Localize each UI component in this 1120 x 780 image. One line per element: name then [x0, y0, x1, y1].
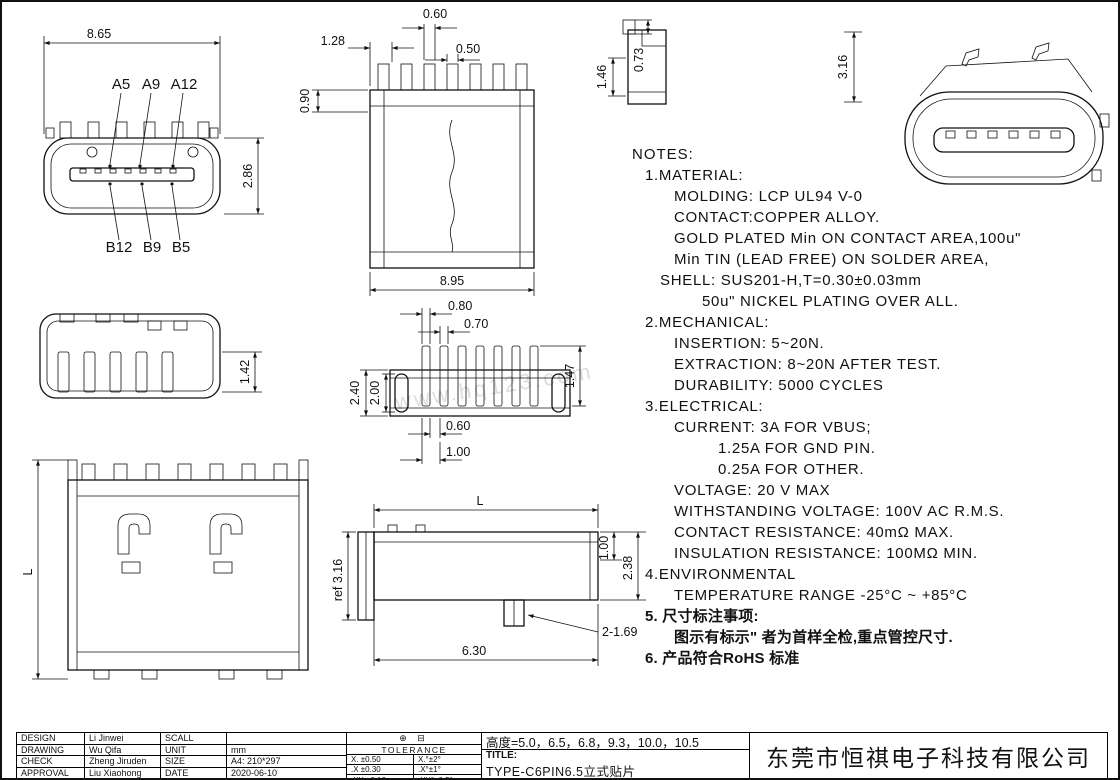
- note-line: CONTACT:COPPER ALLOY.: [674, 209, 880, 226]
- height-note: 高度=5.0，6.5，6.8，9.3，10.0，10.5: [482, 733, 749, 750]
- note-line: DURABILITY: 5000 CYCLES: [674, 377, 884, 394]
- dim-side-plate: 0.90: [298, 89, 312, 113]
- view-side: 0.60 1.28 0.50 0.90 8.95: [298, 7, 535, 296]
- dim-profile-width: L: [477, 494, 484, 508]
- dim-profile-ref: ref 3.16: [331, 559, 345, 601]
- projection-symbol: ⊕ ⊟: [347, 733, 481, 745]
- note-line: Min TIN (LEAD FREE) ON SOLDER AREA,: [674, 251, 990, 268]
- view-pins: 0.80 0.70 2.40 2.00 1.47: [348, 299, 586, 464]
- design-name: Li Jinwei: [85, 733, 161, 745]
- approval-table: DESIGN Li Jinwei SCALL DRAWING Wu Qifa U…: [17, 733, 347, 779]
- note-line: INSULATION RESISTANCE: 100MΩ MIN.: [674, 545, 978, 562]
- dim-front-width: 8.65: [87, 27, 111, 41]
- note-line: 4.ENVIRONMENTAL: [645, 566, 797, 583]
- note-line: SHELL: SUS201-H,T=0.30±0.03mm: [660, 272, 922, 289]
- note-line: VOLTAGE: 20 V MAX: [674, 482, 831, 499]
- approval-name: Liu Xiaohong: [85, 767, 161, 778]
- drawing-name: Wu Qifa: [85, 744, 161, 756]
- dim-edge-h1: 1.46: [595, 65, 609, 89]
- dim-pin-length: 1.47: [563, 364, 577, 388]
- note-line: MOLDING: LCP UL94 V-0: [674, 188, 863, 205]
- unit-value: mm: [227, 745, 347, 756]
- pin-label-a5: A5: [112, 76, 130, 93]
- note-line: TEMPERATURE RANGE -25°C ~ +85°C: [674, 587, 968, 604]
- note-line: CONTACT RESISTANCE: 40mΩ MAX.: [674, 524, 954, 541]
- dim-profile-span: 6.30: [462, 644, 486, 658]
- dim-pin-pitch: 1.00: [446, 445, 470, 459]
- note-line: WITHSTANDING VOLTAGE: 100V AC R.M.S.: [674, 503, 1005, 520]
- note-line: 5. 尺寸标注事项:: [645, 608, 759, 625]
- dim-side-tooth: 0.60: [423, 7, 447, 21]
- drawing-title: TYPE-C6PIN6.5立式贴片: [486, 765, 636, 779]
- pin-label-a9: A9: [142, 76, 160, 93]
- dim-pin-w2: 0.70: [464, 317, 488, 331]
- size-label: SIZE: [161, 756, 227, 768]
- pin-label-b5: B5: [172, 239, 190, 256]
- size-value: A4: 210*297: [227, 756, 347, 768]
- note-line: INSERTION: 5~20N.: [674, 335, 825, 352]
- note-line: EXTRACTION: 8~20N AFTER TEST.: [674, 356, 942, 373]
- dim-side-left: 1.28: [321, 34, 345, 48]
- scale-label: SCALL: [161, 733, 227, 745]
- view-3d: [904, 42, 1110, 185]
- dim-side-pitch: 0.50: [456, 42, 480, 56]
- notes-heading: NOTES:: [632, 146, 694, 163]
- note-line: 50u" NICKEL PLATING OVER ALL.: [702, 293, 959, 310]
- note-line: 图示有标示" 者为首样全检,重点管控尺寸.: [674, 629, 953, 646]
- pin-label-b12: B12: [106, 239, 133, 256]
- title-section: 高度=5.0，6.5，6.8，9.3，10.0，10.5 TITLE: TYPE…: [482, 733, 750, 779]
- company-name: 东莞市恒祺电子科技有限公司: [766, 745, 1091, 771]
- dim-profile-feet: 2-1.69: [602, 625, 637, 639]
- pin-label-b9: B9: [143, 239, 161, 256]
- tolerance-angular-1: X.°±2°: [414, 755, 481, 765]
- note-line: 6. 产品符合RoHS 标准: [645, 650, 800, 667]
- note-line: CURRENT: 3A FOR VBUS;: [674, 419, 872, 436]
- view-front: 8.65 2.86 A5 A9 A12 B12 B9 B5: [43, 27, 264, 256]
- note-line: 0.25A FOR OTHER.: [718, 461, 865, 478]
- note-line: 3.ELECTRICAL:: [645, 398, 764, 415]
- date-value: 2020-06-10: [231, 768, 278, 779]
- tolerance-linear-1: X. ±0.50: [347, 755, 414, 765]
- tolerance-angular-3: .XX°±0.5°: [418, 775, 453, 780]
- tolerance-linear-2: .X ±0.30: [347, 765, 414, 775]
- view-top: 1.42: [39, 313, 262, 399]
- check-name: Zheng Jiruden: [85, 756, 161, 768]
- note-line: 1.25A FOR GND PIN.: [718, 440, 876, 457]
- dim-large-height: L: [21, 568, 35, 575]
- dim-pin-w1: 0.80: [448, 299, 472, 313]
- tolerance-linear-3: .XX ±0.10: [347, 775, 414, 778]
- dim-top-pin: 1.42: [238, 360, 252, 384]
- scale-value: [227, 733, 347, 745]
- tolerance-angular-2: .X°±1°: [414, 765, 481, 775]
- notes-section: NOTES: 1.MATERIAL: MOLDING: LCP UL94 V-0…: [632, 144, 1118, 669]
- tolerance-section: ⊕ ⊟ TOLERANCE X. ±0.50 X.°±2° .X ±0.30 .…: [347, 733, 482, 780]
- dim-pin-pad1: 2.40: [348, 381, 362, 405]
- check-label: CHECK: [17, 756, 85, 768]
- dim-profile-height: 2.38: [621, 556, 635, 580]
- dim-side-width: 8.95: [440, 274, 464, 288]
- title-label: TITLE:: [486, 750, 518, 761]
- approval-label: APPROVAL: [17, 767, 85, 778]
- dim-edge-height: 3.16: [836, 55, 850, 79]
- dim-profile-step: 1.00: [597, 536, 611, 560]
- dim-pin-gap: 0.60: [446, 419, 470, 433]
- note-line: 2.MECHANICAL:: [645, 314, 770, 331]
- unit-label: UNIT: [161, 744, 227, 756]
- view-edge: 1.46 0.73 3.16: [595, 19, 862, 105]
- note-line: GOLD PLATED Min ON CONTACT AREA,100u": [674, 230, 1022, 247]
- view-front-large: L: [21, 459, 309, 680]
- drawing-label: DRAWING: [17, 744, 85, 756]
- pin-label-a12: A12: [171, 76, 198, 93]
- date-label: DATE: [161, 767, 227, 778]
- view-profile: L 1.00 2.38 ref 3.16 2-1.69 6.30: [331, 494, 646, 666]
- tolerance-header: TOLERANCE: [347, 745, 481, 755]
- design-label: DESIGN: [17, 733, 85, 745]
- dim-front-height: 2.86: [241, 164, 255, 188]
- title-block: DESIGN Li Jinwei SCALL DRAWING Wu Qifa U…: [16, 732, 1108, 780]
- dim-edge-h2: 0.73: [632, 48, 646, 72]
- dim-pin-pad2: 2.00: [368, 381, 382, 405]
- note-line: 1.MATERIAL:: [645, 167, 744, 184]
